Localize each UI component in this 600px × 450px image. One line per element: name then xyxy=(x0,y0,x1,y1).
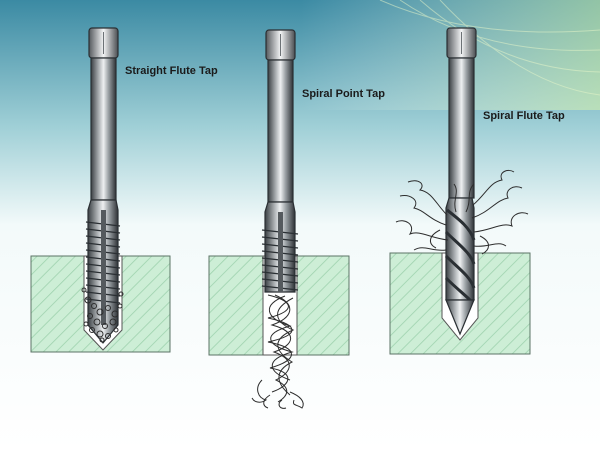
straight-flute-chips xyxy=(81,287,124,343)
spiral-point-tap-group xyxy=(208,29,350,409)
spiral-point-tap-label: Spiral Point Tap xyxy=(302,88,385,100)
straight-flute-tap-label: Straight Flute Tap xyxy=(125,65,218,77)
spiral-flute-tap-group xyxy=(389,27,531,355)
spiral-point-chips xyxy=(251,294,304,409)
straight-flute-tap xyxy=(85,27,121,344)
spiral-point-tap xyxy=(261,29,299,293)
spiral-flute-tap-label: Spiral Flute Tap xyxy=(483,110,565,122)
straight-flute-tap-group xyxy=(30,27,171,353)
spiral-flute-tap xyxy=(444,27,477,336)
spiral-flute-chips xyxy=(395,169,529,255)
